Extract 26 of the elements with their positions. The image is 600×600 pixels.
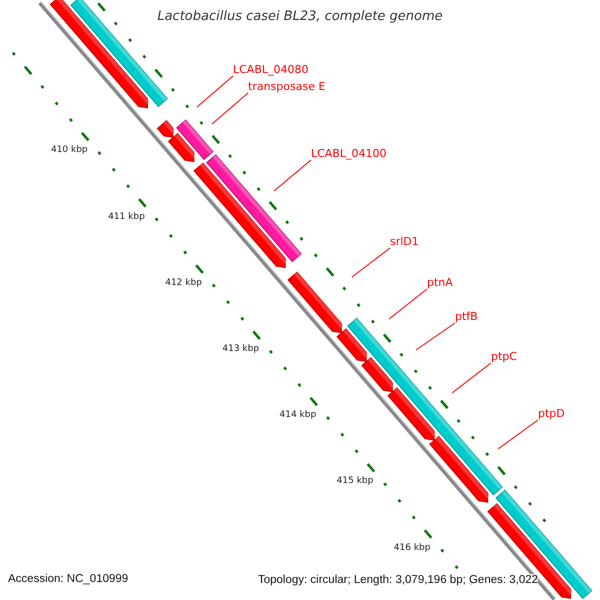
leader-line xyxy=(388,288,428,320)
scale-label: 410 kbp xyxy=(50,145,88,156)
gene-label: srlD1 xyxy=(390,236,419,249)
leader-line xyxy=(416,322,456,350)
scale-label: 414 kbp xyxy=(280,410,316,420)
leader-line xyxy=(498,420,538,450)
gene-label: ptnA xyxy=(427,277,453,290)
gene-label: ptfB xyxy=(455,311,478,324)
genome-info-text: Topology: circular; Length: 3,079,196 bp; Genes: 3,022 xyxy=(258,574,538,588)
leader-line xyxy=(274,160,312,192)
scale-label: 416 kbp xyxy=(394,542,430,553)
gene-label: transposase E xyxy=(248,81,326,94)
gene-label: LCABL_04100 xyxy=(311,148,387,161)
leader-line xyxy=(452,362,492,394)
leader-line xyxy=(212,92,248,124)
accession-text: Accession: NC_010999 xyxy=(8,573,128,586)
leader-line xyxy=(196,76,234,108)
scale-label: 412 kbp xyxy=(165,278,202,288)
scale-label: 415 kbp xyxy=(336,476,374,487)
leader-line xyxy=(352,248,390,278)
gene-label: ptpD xyxy=(538,408,565,421)
gene-label: ptpC xyxy=(491,351,517,364)
title: Lactobacillus casei BL23, complete genome xyxy=(157,10,443,25)
scale-label: 411 kbp xyxy=(108,211,145,222)
scale-label: 413 kbp xyxy=(222,344,260,354)
gene-label: LCABL_04080 xyxy=(233,64,309,77)
